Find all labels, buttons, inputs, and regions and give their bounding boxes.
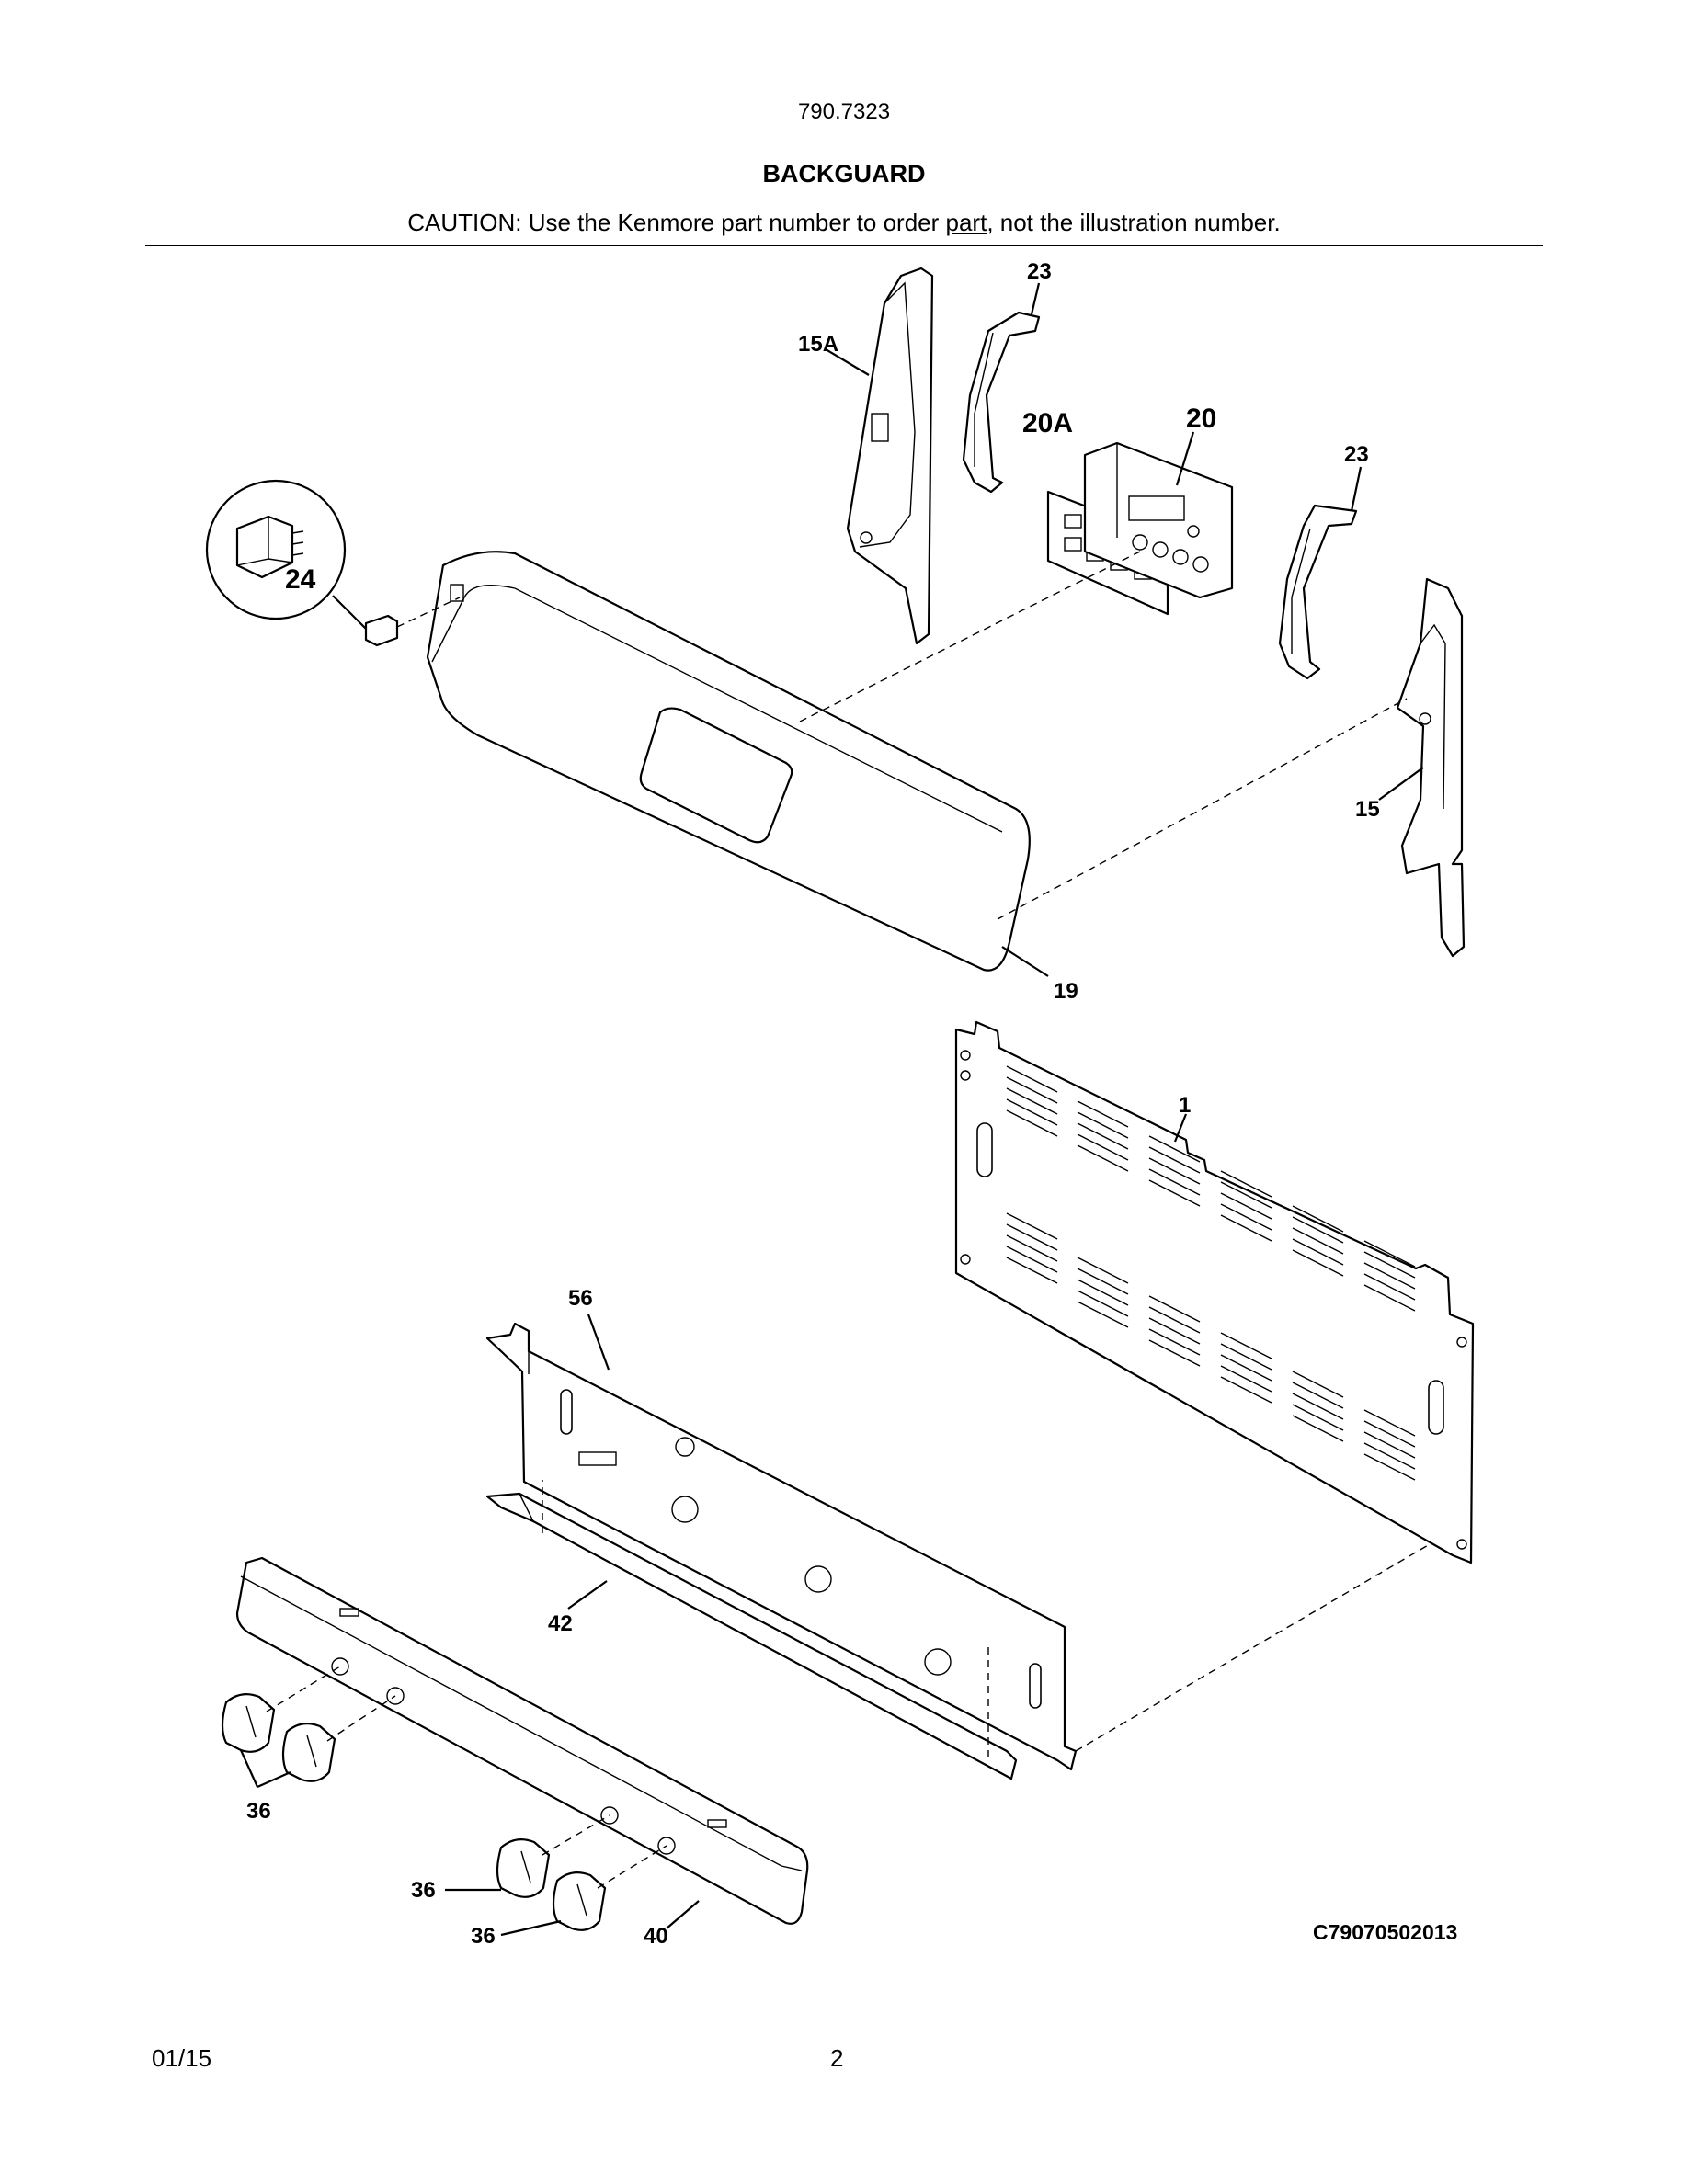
callout-42: 42 (548, 1611, 573, 1636)
callout-1: 1 (1179, 1093, 1191, 1118)
page-number: 2 (830, 2044, 844, 2072)
callout-15: 15 (1355, 797, 1380, 822)
part-15a-side-bracket (846, 267, 934, 645)
callout-20: 20 (1186, 404, 1216, 434)
callout-36-left: 36 (246, 1799, 271, 1824)
part-36-knob-4 (552, 1871, 607, 1931)
callout-19: 19 (1054, 979, 1078, 1004)
vent-slots-lower (1006, 1212, 1416, 1481)
part-40-control-trim (235, 1556, 809, 1925)
part-19-backguard-panel (426, 551, 1031, 972)
callout-23-right: 23 (1344, 442, 1369, 467)
part-36-knob-3 (496, 1837, 551, 1898)
callout-20a: 20A (1022, 408, 1073, 438)
caution-part-word: part (945, 209, 987, 236)
part-15-side-bracket (1396, 577, 1466, 958)
diagram-code: C79070502013 (1313, 1920, 1457, 1944)
part-36-knob-1 (221, 1692, 276, 1753)
callout-23-top: 23 (1027, 259, 1052, 284)
part-1-rear-panel (954, 1020, 1475, 1564)
part-24-rocker-switch (205, 479, 399, 647)
caution-note: CAUTION: Use the Kenmore part number to … (0, 209, 1688, 237)
assembly-lines (266, 551, 1431, 1889)
part-56-control-support (485, 1322, 1078, 1771)
callout-36-middle: 36 (411, 1878, 436, 1903)
part-23-right-end-cap (1278, 504, 1358, 680)
footer-date: 01/15 (152, 2044, 212, 2072)
part-20-electronic-control (1083, 441, 1234, 599)
callout-labels: 15A 23 20A 20 23 24 15 19 1 56 42 36 36 … (246, 259, 1380, 1949)
callout-56: 56 (568, 1286, 593, 1311)
callout-40: 40 (644, 1924, 668, 1949)
header-rule (145, 245, 1543, 246)
callout-36-bottom: 36 (471, 1924, 496, 1949)
leader-lines (239, 282, 1424, 1937)
part-42-lower-rail (485, 1492, 1018, 1780)
page-title: BACKGUARD (762, 160, 926, 188)
part-23-top-end-cap (962, 311, 1041, 494)
caution-suffix: , not the illustration number. (987, 209, 1281, 236)
callout-15a: 15A (798, 332, 838, 357)
caution-prefix: CAUTION: Use the Kenmore part number to … (407, 209, 946, 236)
part-36-knob-2 (281, 1722, 336, 1782)
vent-slots-upper (1006, 1065, 1416, 1312)
model-number: 790.7323 (797, 99, 891, 124)
callout-24: 24 (285, 564, 316, 595)
